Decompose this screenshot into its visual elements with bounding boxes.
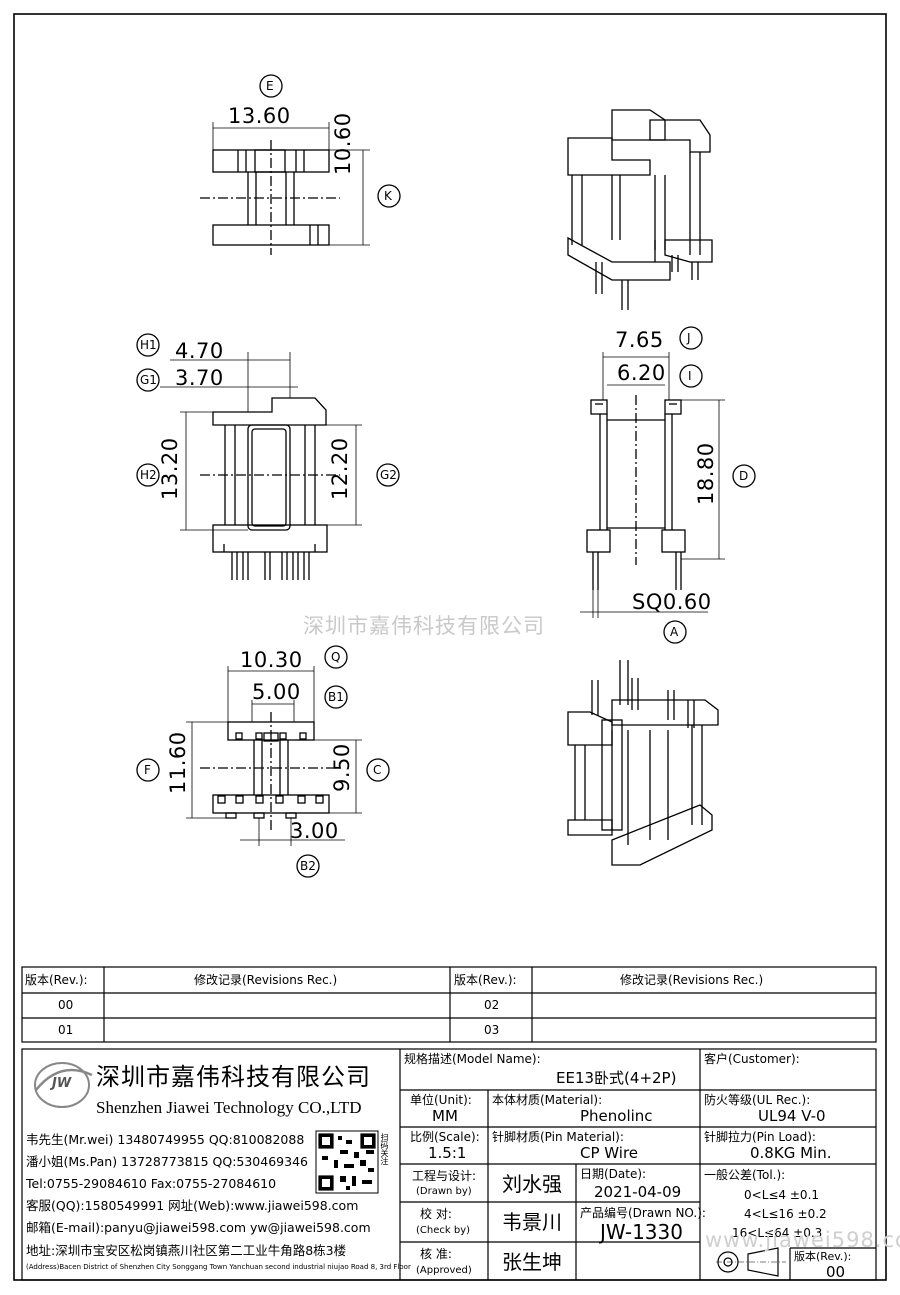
iso-view-1 bbox=[567, 109, 713, 310]
approved-value: 张生坤 bbox=[502, 1250, 562, 1274]
dim-k-value: 10.60 bbox=[331, 112, 355, 175]
dim-b2-value: 3.00 bbox=[290, 819, 339, 843]
dim-c-value: 9.50 bbox=[330, 743, 354, 792]
ul-value: UL94 V-0 bbox=[758, 1107, 826, 1125]
dim-j-label: J bbox=[687, 331, 691, 345]
dim-i-value: 6.20 bbox=[617, 361, 666, 385]
drawn-by-label-en: (Drawn by) bbox=[416, 1186, 472, 1197]
approved-label-cn: 核 准: bbox=[420, 1247, 452, 1261]
rev-03: 03 bbox=[484, 1023, 500, 1037]
contact-qq-web: 客服(QQ):1580549991 网址(Web):www.jiawei598.… bbox=[26, 1198, 359, 1213]
drawn-no-label: 产品编号(Drawn NO.): bbox=[580, 1206, 706, 1220]
dim-a-value: SQ0.60 bbox=[632, 590, 712, 614]
dim-g1-value: 3.70 bbox=[175, 366, 224, 390]
view-top bbox=[200, 74, 401, 255]
rev-00: 00 bbox=[58, 998, 74, 1012]
drawn-no-value: JW-1330 bbox=[600, 1220, 683, 1244]
rev-01: 01 bbox=[58, 1023, 74, 1037]
scale-label: 比例(Scale): bbox=[410, 1130, 480, 1144]
qr-caption: 扫码关注 bbox=[380, 1133, 389, 1165]
iso-view-2 bbox=[567, 660, 719, 866]
tolerance-row-3: 16<L≤64 ±0.3 bbox=[732, 1226, 823, 1240]
contact-wei: 韦先生(Mr.wei) 13480749955 QQ:810082088 bbox=[26, 1132, 305, 1147]
pin-material-value: CP Wire bbox=[580, 1144, 639, 1162]
contact-email: 邮箱(E-mail):panyu@jiawei598.com yw@jiawei… bbox=[26, 1220, 371, 1235]
dim-g1-label: G1 bbox=[140, 373, 157, 387]
view-side bbox=[136, 333, 400, 580]
customer-label: 客户(Customer): bbox=[704, 1052, 800, 1066]
approved-label-en: (Approved) bbox=[416, 1265, 472, 1276]
dim-b2-label: B2 bbox=[300, 859, 316, 873]
check-by-label-en: (Check by) bbox=[416, 1225, 471, 1236]
title-block bbox=[21, 1048, 877, 1281]
dim-f-value: 11.60 bbox=[166, 731, 190, 794]
pin-material-label: 针脚材质(Pin Material): bbox=[492, 1130, 624, 1144]
tolerance-label: 一般公差(Tol.): bbox=[704, 1168, 786, 1182]
rev-header-right: 版本(Rev.): bbox=[454, 973, 517, 987]
dim-d-value: 18.80 bbox=[694, 442, 718, 505]
dim-k-label: K bbox=[384, 189, 392, 203]
scale-value: 1.5:1 bbox=[428, 1144, 467, 1162]
dim-c-label: C bbox=[373, 763, 382, 777]
drawn-by-label-cn: 工程与设计: bbox=[412, 1169, 477, 1183]
dim-d-label: D bbox=[739, 469, 749, 483]
dim-h1-label: H1 bbox=[140, 338, 157, 352]
dim-q-value: 10.30 bbox=[240, 648, 303, 672]
unit-label: 单位(Unit): bbox=[410, 1093, 472, 1107]
material-label: 本体材质(Material): bbox=[492, 1093, 603, 1107]
dim-i-label: I bbox=[688, 369, 692, 383]
check-by-value: 韦景川 bbox=[502, 1210, 562, 1234]
dim-q-label: Q bbox=[331, 650, 341, 664]
pin-load-label: 针脚拉力(Pin Load): bbox=[704, 1130, 816, 1144]
dim-e-value: 13.60 bbox=[228, 104, 291, 128]
dim-j-value: 7.65 bbox=[615, 328, 664, 352]
ul-label: 防火等级(UL Rec.): bbox=[704, 1093, 811, 1107]
model-label: 规格描述(Model Name): bbox=[404, 1052, 541, 1066]
dim-b1-value: 5.00 bbox=[252, 680, 301, 704]
rec-header-left: 修改记录(Revisions Rec.) bbox=[194, 973, 338, 987]
view-bottom bbox=[136, 645, 390, 878]
unit-value: MM bbox=[432, 1107, 458, 1125]
rev-02: 02 bbox=[484, 998, 500, 1012]
company-logo: JW bbox=[52, 1076, 72, 1091]
rev-value: 00 bbox=[826, 1263, 846, 1281]
contact-pan: 潘小姐(Ms.Pan) 13728773815 QQ:530469346 bbox=[26, 1154, 308, 1169]
rec-header-right: 修改记录(Revisions Rec.) bbox=[620, 973, 764, 987]
date-label: 日期(Date): bbox=[580, 1167, 647, 1181]
view-front bbox=[580, 326, 756, 644]
company-name-en: Shenzhen Jiawei Technology CO.,LTD bbox=[96, 1098, 362, 1117]
dim-h1-value: 4.70 bbox=[175, 339, 224, 363]
tolerance-row-2: 4<L≤16 ±0.2 bbox=[744, 1207, 827, 1221]
dim-b1-label: B1 bbox=[328, 690, 344, 704]
pin-load-value: 0.8KG Min. bbox=[750, 1144, 832, 1162]
dim-e-label: E bbox=[266, 79, 274, 93]
material-value: Phenolinc bbox=[580, 1107, 653, 1125]
company-name-cn: 深圳市嘉伟科技有限公司 bbox=[96, 1063, 371, 1091]
address-en: (Address)Bacen District of Shenzhen City… bbox=[26, 1263, 411, 1271]
tolerance-row-1: 0<L≤4 ±0.1 bbox=[744, 1188, 820, 1202]
dim-f-label: F bbox=[144, 763, 151, 777]
watermark-url: www.jiawei598.com bbox=[705, 1228, 900, 1252]
watermark: 深圳市嘉伟科技有限公司 bbox=[303, 614, 545, 638]
dim-h2-value: 13.20 bbox=[158, 437, 182, 500]
dim-a-label: A bbox=[670, 625, 679, 639]
rev-label: 版本(Rev.): bbox=[794, 1250, 852, 1263]
rev-header-left: 版本(Rev.): bbox=[25, 973, 88, 987]
drawn-by-value: 刘水强 bbox=[502, 1172, 562, 1196]
dim-g2-value: 12.20 bbox=[328, 437, 352, 500]
check-by-label-cn: 校 对: bbox=[420, 1207, 452, 1221]
revision-table bbox=[21, 966, 877, 1043]
model-value: EE13卧式(4+2P) bbox=[556, 1069, 677, 1087]
address-cn: 地址:深圳市宝安区松岗镇燕川社区第二工业牛角路8栋3楼 bbox=[26, 1243, 347, 1258]
dim-h2-label: H2 bbox=[140, 468, 157, 482]
dim-g2-label: G2 bbox=[380, 468, 397, 482]
contact-tel-fax: Tel:0755-29084610 Fax:0755-27084610 bbox=[26, 1176, 277, 1191]
date-value: 2021-04-09 bbox=[594, 1183, 682, 1201]
